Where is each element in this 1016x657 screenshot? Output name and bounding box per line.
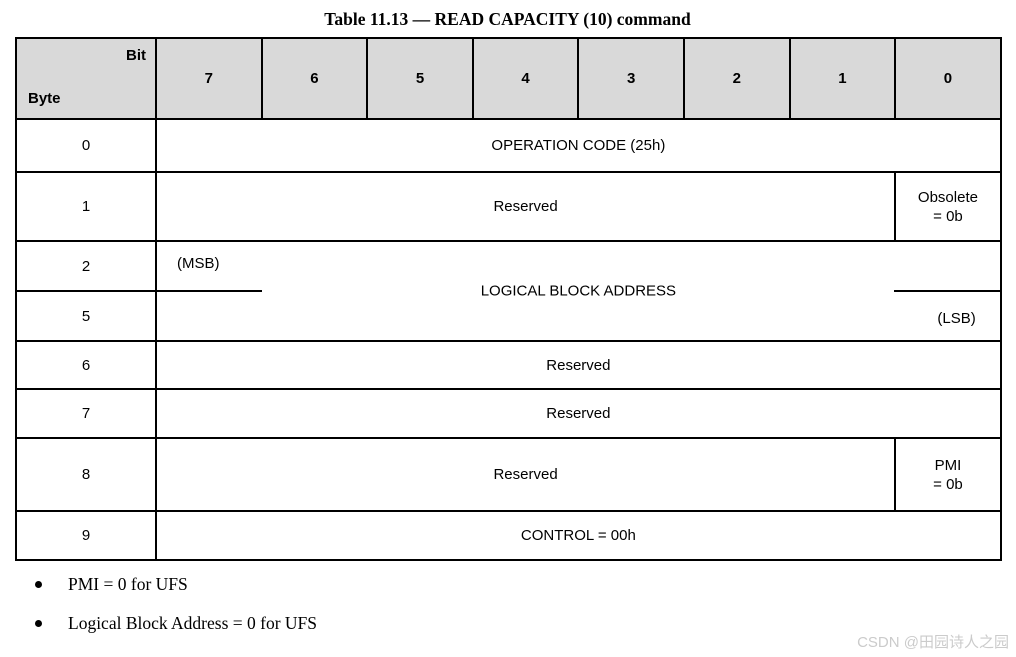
watermark-text: CSDN @田园诗人之园 [857, 634, 1009, 651]
corner-header-cell: Bit Byte [15, 37, 157, 120]
byte-cell: 7 [15, 388, 157, 439]
bit-header-4: 4 [471, 37, 580, 120]
reserved-cell: Reserved [154, 437, 897, 512]
msb-label: (MSB) [177, 255, 220, 272]
byte-cell: 2 [15, 240, 157, 292]
lsb-label: (LSB) [937, 310, 976, 327]
bit-header-5: 5 [366, 37, 474, 120]
note-item-lba: Logical Block Address = 0 for UFS [33, 613, 317, 634]
partial-divider-left [157, 290, 262, 292]
reserved-cell: Reserved [155, 388, 1002, 439]
byte-cell: 1 [15, 171, 157, 242]
pmi-line1: PMI [934, 456, 962, 474]
table-row-byte1: 1 Reserved Obsolete = 0b [15, 171, 1002, 242]
bit-header-0: 0 [894, 37, 1002, 120]
bullet-icon [35, 620, 42, 627]
bullet-icon [35, 581, 42, 588]
bit-header-3: 3 [577, 37, 685, 120]
table-row-byte0: 0 OPERATION CODE (25h) [15, 118, 1002, 173]
note-text: PMI = 0 for UFS [68, 574, 188, 594]
reserved-cell: Reserved [154, 171, 897, 242]
read-capacity-command-table: Bit Byte 7 6 5 4 3 2 1 0 0 OPERATION COD… [15, 37, 1002, 561]
obsolete-line1: Obsolete [917, 188, 978, 206]
table-row-byte7: 7 Reserved [15, 388, 1002, 439]
byte-cell: 0 [15, 118, 157, 173]
table-row-byte2: 2 (MSB) LOGICAL BLOCK ADDRESS (LSB) [15, 240, 1002, 342]
byte-cell: 9 [15, 510, 157, 561]
table-row-byte8: 8 Reserved PMI = 0b [15, 437, 1002, 512]
bit-header-6: 6 [260, 37, 369, 120]
byte-cell: 5 [15, 290, 157, 342]
byte-label: Byte [28, 90, 61, 107]
note-item-pmi: PMI = 0 for UFS [33, 574, 317, 595]
reserved-cell: Reserved [155, 340, 1002, 390]
header-row: Bit Byte 7 6 5 4 3 2 1 0 [15, 37, 1002, 120]
bit-header-2: 2 [682, 37, 791, 120]
byte-cell: 6 [15, 340, 157, 390]
table-title: Table 11.13 — READ CAPACITY (10) command [324, 9, 691, 29]
obsolete-line2: = 0b [933, 207, 963, 225]
table-row-byte6: 6 Reserved [15, 340, 1002, 390]
notes-list: PMI = 0 for UFS Logical Block Address = … [33, 574, 317, 652]
bit-label: Bit [126, 47, 146, 64]
bit-header-7: 7 [155, 37, 263, 120]
table-row-byte9: 9 CONTROL = 00h [15, 510, 1002, 561]
table-row-byte5: 5 [15, 290, 1001, 342]
pmi-line2: = 0b [933, 475, 963, 493]
operation-code-cell: OPERATION CODE (25h) [155, 118, 1002, 173]
lba-label: LOGICAL BLOCK ADDRESS [480, 282, 677, 300]
bit-header-1: 1 [788, 37, 897, 120]
note-text: Logical Block Address = 0 for UFS [68, 613, 318, 633]
pmi-cell: PMI = 0b [894, 437, 1002, 512]
partial-divider-right [893, 290, 999, 292]
obsolete-cell: Obsolete = 0b [894, 171, 1002, 242]
control-cell: CONTROL = 00h [155, 510, 1002, 561]
byte-cell: 8 [15, 437, 157, 512]
logical-block-address-cell: (MSB) LOGICAL BLOCK ADDRESS (LSB) [155, 240, 1002, 342]
